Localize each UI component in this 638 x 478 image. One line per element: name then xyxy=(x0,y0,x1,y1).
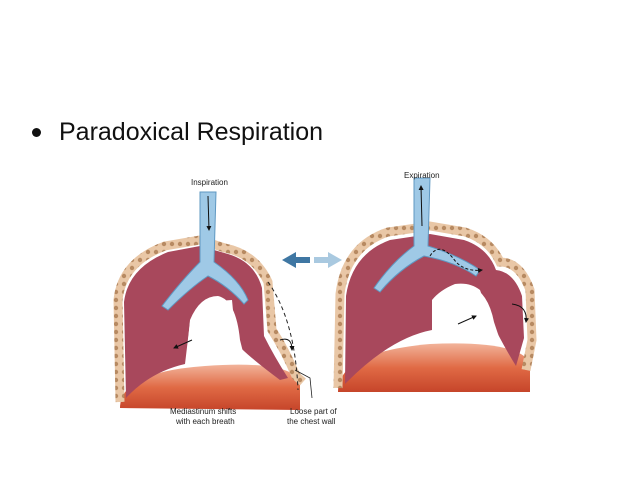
loose-wall-label-line2: the chest wall xyxy=(287,417,336,426)
inspiration-label: Inspiration xyxy=(191,178,228,187)
left-mediastinum xyxy=(186,296,245,362)
bullet-item: Paradoxical Respiration xyxy=(32,118,323,147)
left-lung-figure: Inspiration Mediastinum shifts with each… xyxy=(113,178,337,426)
expiration-label: Expiration xyxy=(404,171,440,180)
right-mediastinum xyxy=(432,285,500,340)
left-loose-wall-dash xyxy=(267,281,299,391)
right-trachea xyxy=(373,177,481,293)
left-lung-tissue xyxy=(124,246,288,398)
loose-wall-label-line1: Loose part of xyxy=(290,407,337,416)
left-trachea xyxy=(161,191,249,311)
mediastinum-label-line2: with each breath xyxy=(175,417,235,426)
mediastinum-label-line1: Mediastinum shifts xyxy=(170,407,236,416)
bullet-icon xyxy=(32,128,41,137)
left-chest-wall xyxy=(113,235,306,403)
right-diaphragm xyxy=(338,343,530,392)
bullet-text: Paradoxical Respiration xyxy=(59,118,324,146)
left-diaphragm xyxy=(120,364,300,410)
double-arrow-icon xyxy=(282,252,342,268)
right-lung-figure: Expiration xyxy=(333,171,537,392)
right-chest-wall xyxy=(333,221,537,389)
